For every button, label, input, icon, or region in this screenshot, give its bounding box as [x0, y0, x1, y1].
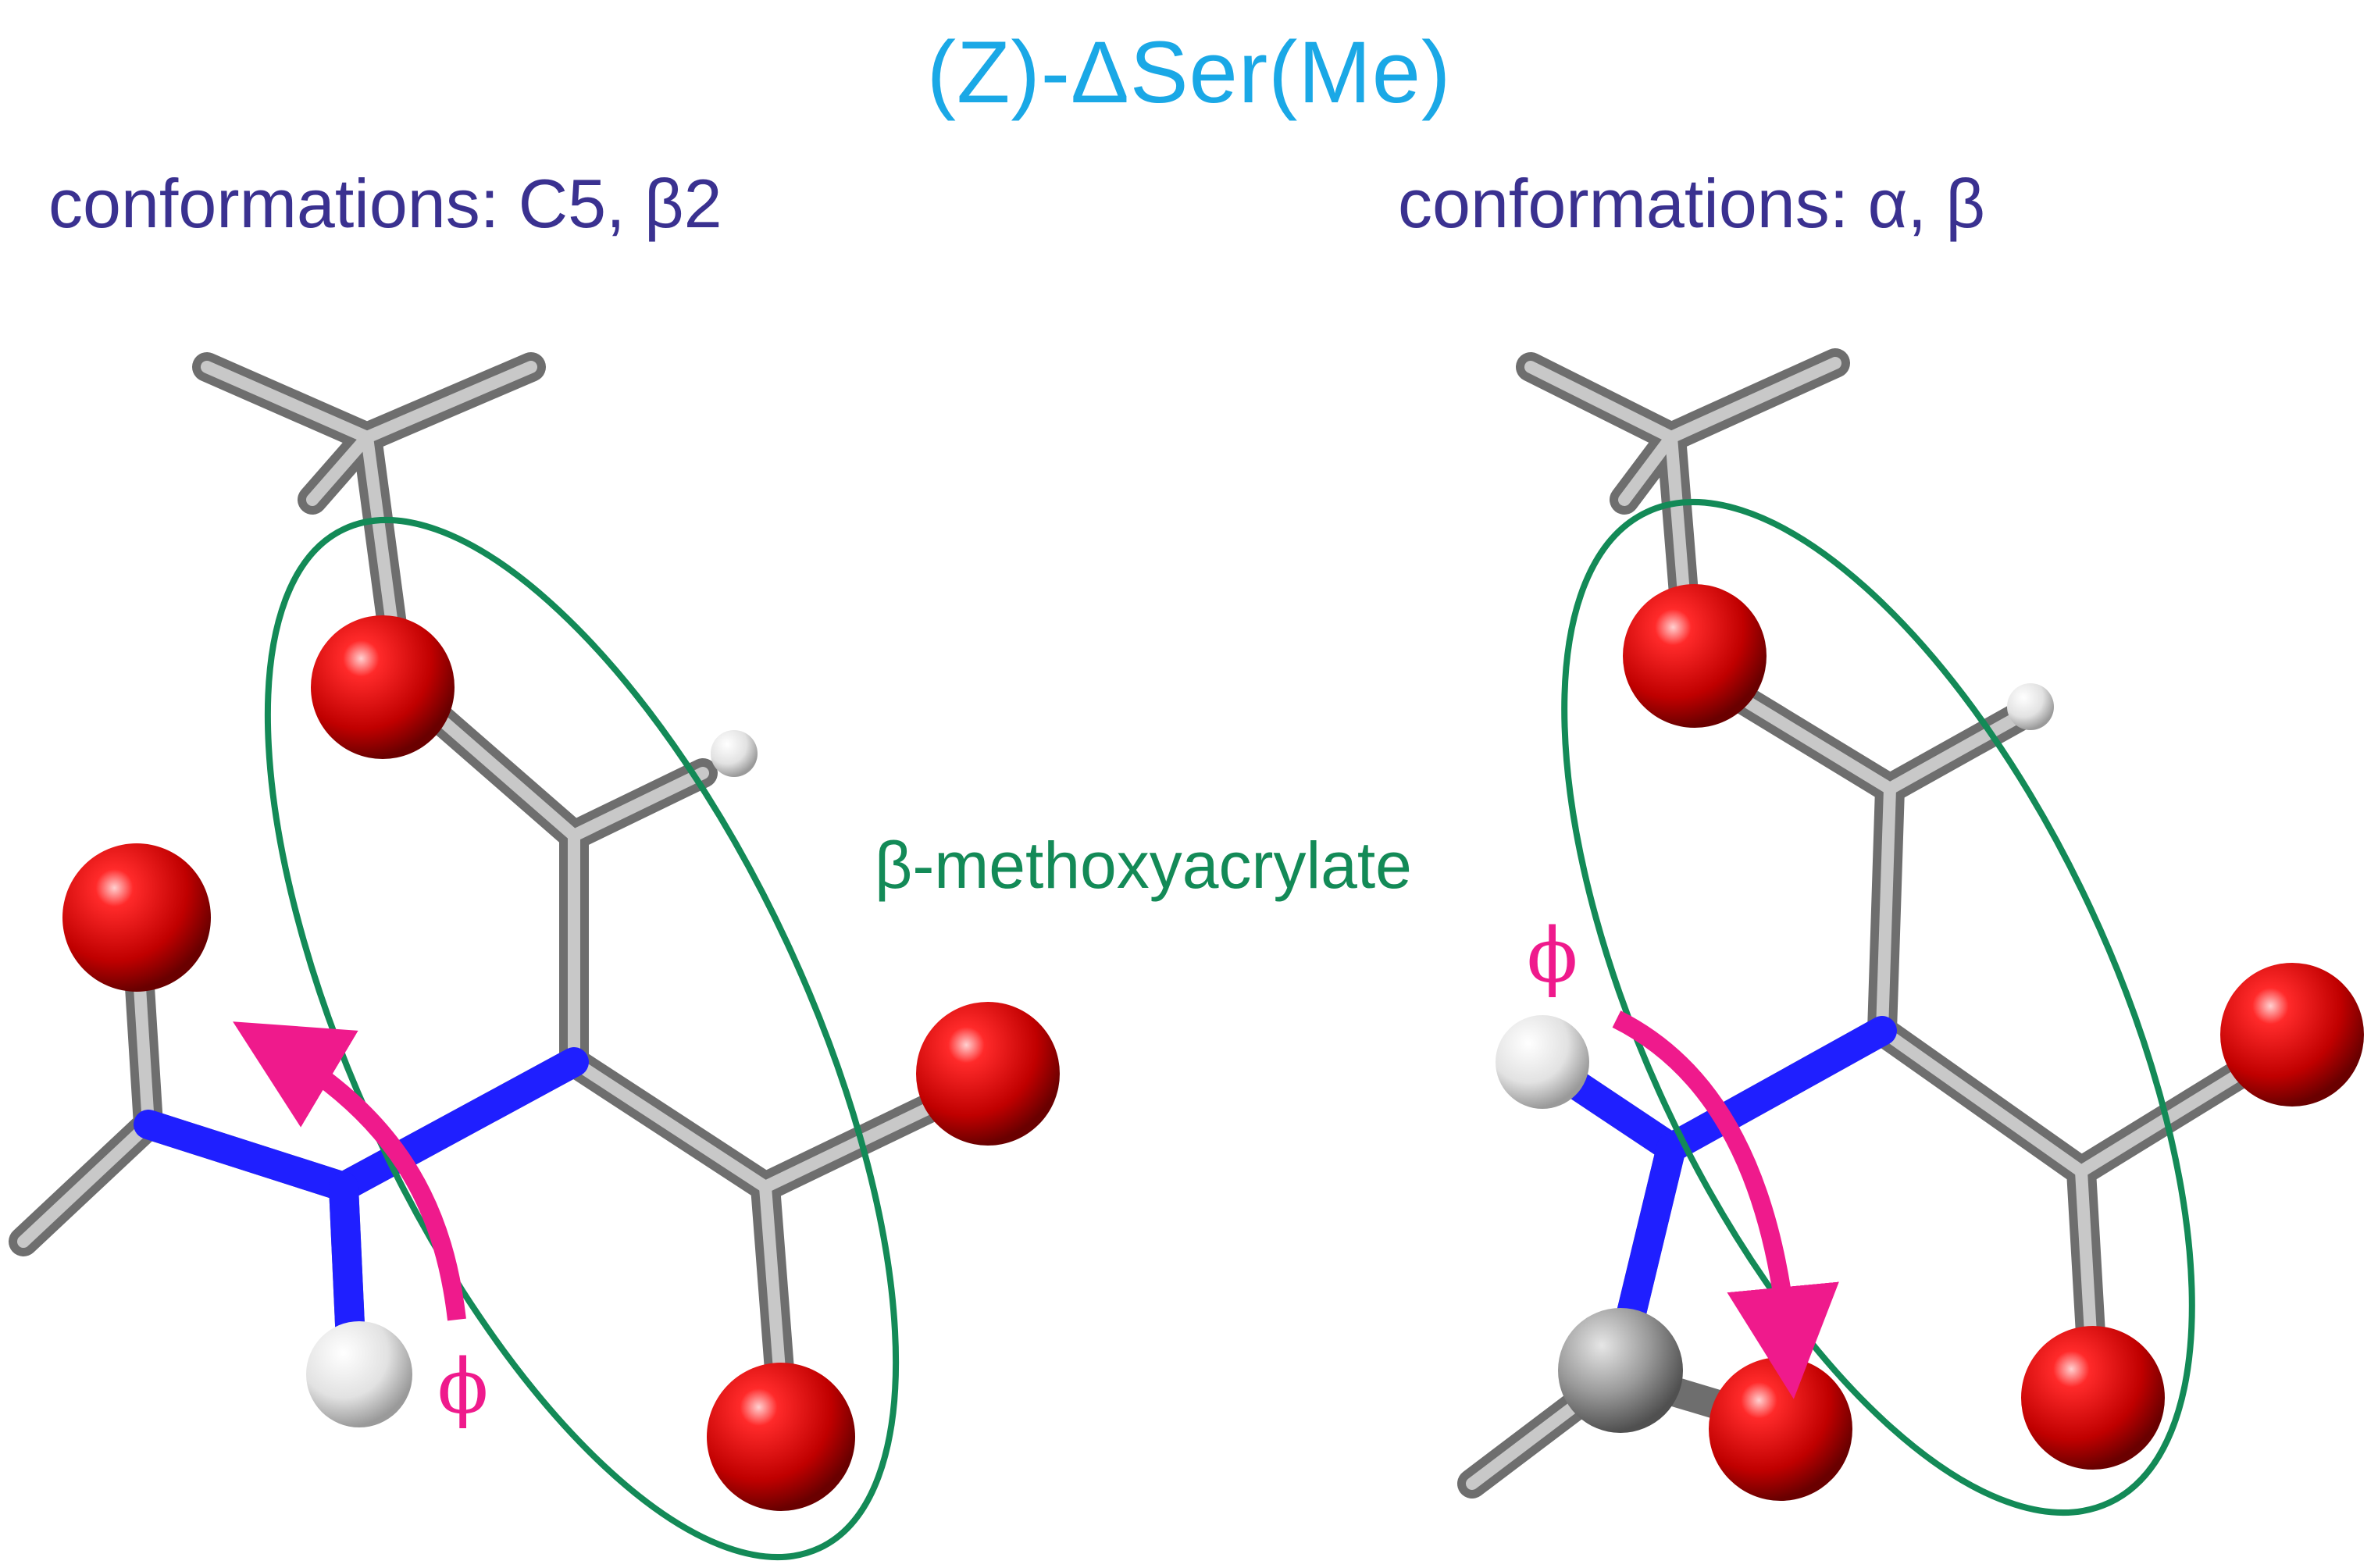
beta-methoxyacrylate-label: β-methoxyacrylate — [875, 829, 1412, 902]
left-oxygen-amide — [62, 843, 211, 992]
left-hydrogen-vinyl — [711, 730, 758, 777]
right-oxygen-methoxy — [1623, 584, 1767, 728]
right-phi-label: ϕ — [1527, 912, 1578, 1000]
left-molecule — [9, 352, 1060, 1511]
right-hydrogen-amide — [1496, 1015, 1589, 1109]
right-hydrogen-vinyl — [2007, 683, 2054, 730]
left-oxygen-methoxy — [311, 615, 455, 759]
right-oxygen-amide — [1709, 1357, 1852, 1501]
right-highlight-ellipse — [1561, 499, 2195, 1516]
right-torsion-arrow — [1612, 1010, 1839, 1399]
left-conformations-label: conformations: C5, β2 — [48, 165, 722, 242]
right-oxygen-carboxyl-upper — [2220, 963, 2364, 1107]
right-carbon-amide — [1558, 1308, 1683, 1433]
left-oxygen-carboxyl-upper — [916, 1002, 1060, 1146]
left-hydrogen-amide — [306, 1321, 412, 1427]
right-molecule — [1457, 348, 2364, 1501]
left-phi-label: ϕ — [437, 1343, 489, 1431]
left-torsion-arrow — [233, 1021, 466, 1321]
left-oxygen-carboxyl-lower — [707, 1363, 855, 1511]
right-conformations-label: conformations: α, β — [1398, 165, 1985, 242]
figure-title: (Z)-ΔSer(Me) — [926, 23, 1452, 121]
right-oxygen-carboxyl-lower — [2021, 1326, 2165, 1470]
